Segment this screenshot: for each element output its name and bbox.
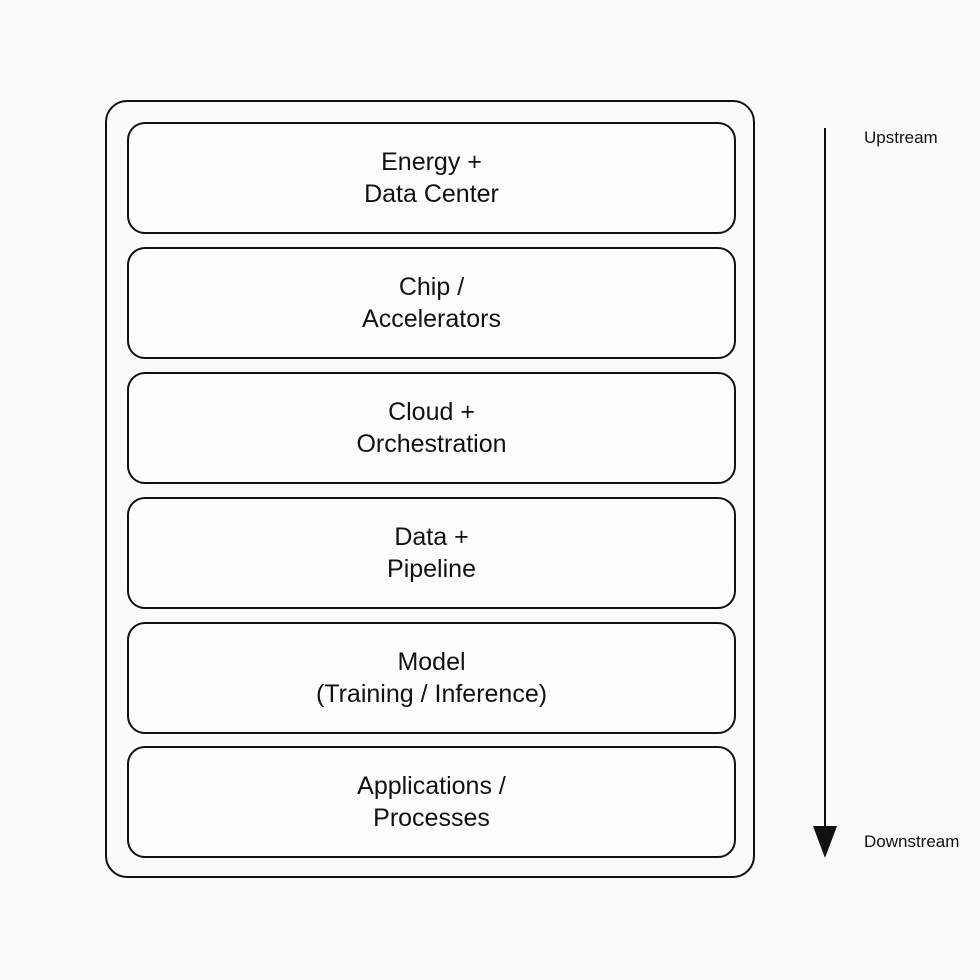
layer-label-line1: Chip / (398, 273, 465, 301)
downstream-arrow (813, 128, 837, 858)
arrow-head (813, 826, 837, 858)
layer-cloud-orchestration: Cloud + Orchestration (127, 372, 736, 484)
downstream-label: Downstream (864, 832, 960, 851)
layer-label-line2: Data Center (364, 180, 499, 208)
layer-label-line2: Processes (373, 804, 490, 832)
layer-label-line2: Accelerators (362, 305, 501, 333)
layer-label-line1: Cloud + (388, 398, 475, 426)
layer-label-line1: Data + (394, 523, 469, 551)
layer-label-line2: Orchestration (356, 430, 507, 458)
layer-data-pipeline: Data + Pipeline (127, 497, 736, 609)
layer-label-line1: Energy + (381, 148, 482, 176)
layer-chip-accelerators: Chip / Accelerators (127, 247, 736, 359)
upstream-label: Upstream (864, 128, 938, 147)
layer-energy-data-center: Energy + Data Center (127, 122, 736, 234)
stack-container (105, 100, 755, 878)
layer-label-line1: Applications / (357, 772, 506, 800)
layer-label-line1: Model (397, 648, 466, 676)
layer-label-line2: Pipeline (387, 555, 476, 583)
layer-applications-processes: Applications / Processes (127, 746, 736, 858)
layer-model: Model (Training / Inference) (127, 622, 736, 734)
layer-label-line2: (Training / Inference) (315, 680, 548, 708)
